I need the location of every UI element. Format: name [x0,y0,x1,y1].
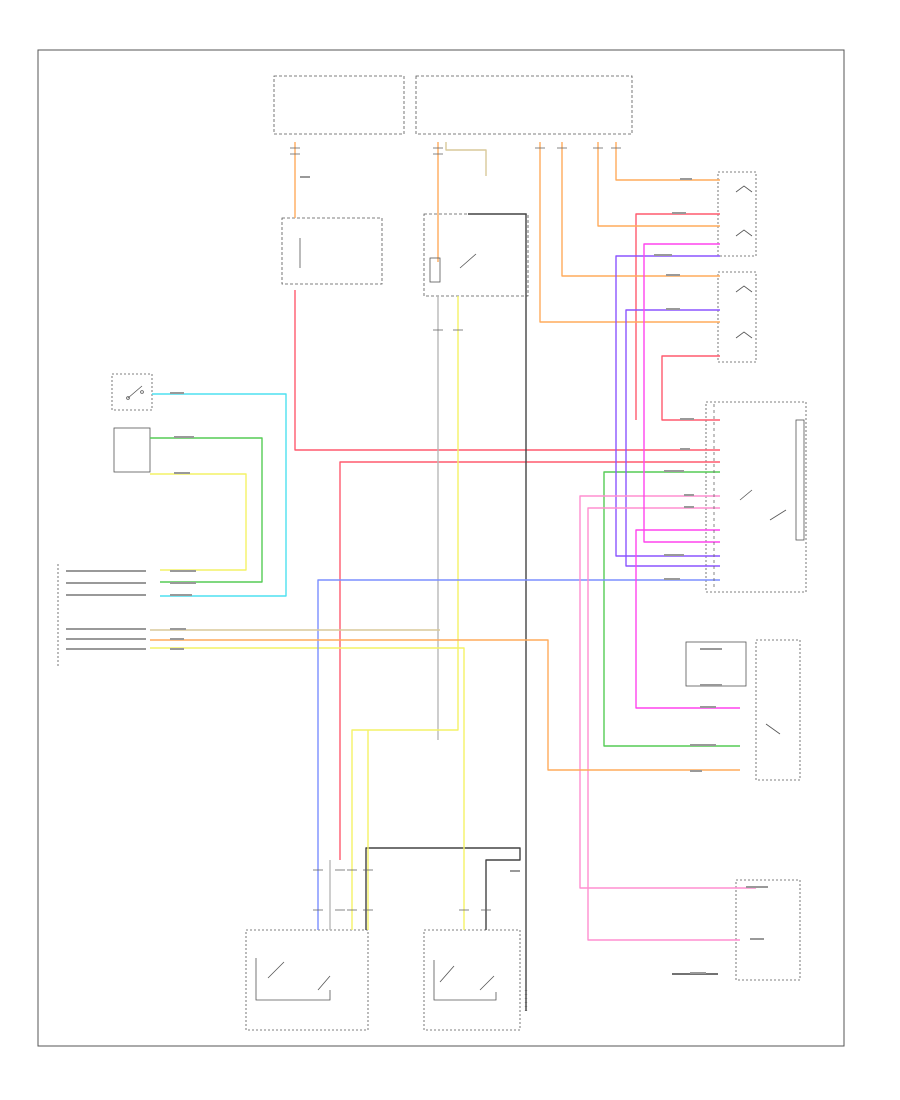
connectors [290,147,715,1012]
wires [150,142,756,1010]
headlight-switch-box [423,929,521,1031]
combination-slider [795,419,805,541]
wire-green-sensor [150,437,263,583]
hot-at-all-times-fuse-box [273,75,405,135]
headlight-switch-contact-2 [479,975,495,991]
combination-contact-2 [739,489,753,501]
wire-code-marks [66,176,768,974]
wire-yellow-relay [351,296,459,930]
flash-to-pass-box [755,639,801,781]
wire-black-relay [468,213,527,1010]
wire-black-dimmer [365,847,521,930]
park-brake-contact [127,385,143,399]
wire-magenta-left [635,529,740,709]
wire-orange-bcm-2 [150,639,740,771]
headlight-dimmer-switch-box [245,929,369,1031]
relay-contact [459,253,477,269]
wire-pink-bcm [587,507,740,941]
flash-contact [765,723,781,735]
wire-yellow-bcm [150,647,465,930]
relay-coil [429,257,441,283]
dimmer-relay-box [423,213,529,297]
drl-resistor-box [281,217,383,285]
wire-orange-hi-right [597,142,720,227]
combination-contact-1 [769,509,787,521]
diagram-frame [37,49,845,1047]
component-boxes [57,75,807,1031]
wire-cyan-park-brake [152,393,287,597]
wire-yellow-sensor [150,473,247,571]
dimmer-switch-contact [267,961,285,979]
dash-lights-box [735,879,801,981]
left-headlight-box [717,271,757,363]
hot-in-run-fuse-box [415,75,633,135]
right-headlight-box [717,171,757,257]
wire-red-drl [294,290,720,451]
wire-red-feed [635,213,720,420]
ambient-sensor-box [113,427,151,473]
wire-tan-relay [445,142,487,176]
wire-orange-hi-left [539,142,720,323]
wire-violet-left [615,255,720,557]
combination-switch-box [705,401,807,593]
wire-blue-cluster [317,579,720,930]
wire-pink-dash [579,495,756,889]
wire-magenta-right [643,243,720,543]
wire-green-cluster [603,471,740,747]
wire-orange-lo-right [615,142,720,181]
switch-symbols [126,185,805,1001]
dimmer-switch-contact-2 [317,975,331,991]
wire-red-dimmer [339,461,720,860]
park-brake-switch-box [111,373,153,411]
wire-red-loop [661,355,720,421]
headlight-switch-contact [439,965,455,983]
